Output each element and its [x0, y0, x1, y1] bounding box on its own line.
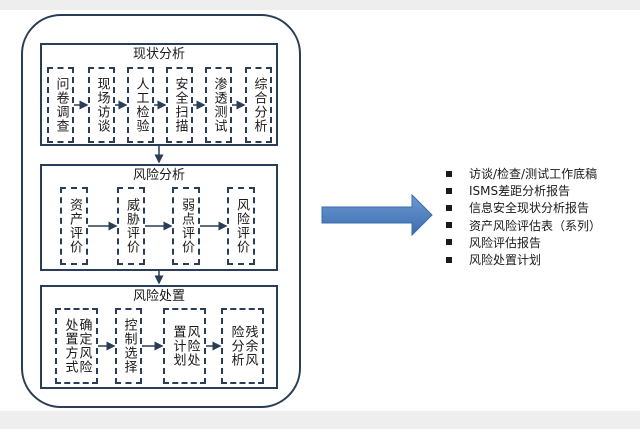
step-threat-evaluation: 威胁评价: [117, 187, 145, 265]
bottom-band: [0, 411, 640, 429]
step-manual-check: 人工检验: [127, 67, 154, 143]
list-item: 信息安全现状分析报告: [446, 199, 640, 216]
section-title: 现状分析: [132, 47, 185, 62]
step-asset-evaluation: 资产评价: [60, 187, 88, 265]
step-interview: 现场访谈: [88, 67, 115, 143]
step-residual-risk: 残余风险分析: [221, 308, 264, 384]
step-overall-analysis: 综合分析: [245, 67, 272, 143]
bullet-icon: [446, 222, 452, 229]
bullet-icon: [446, 239, 452, 246]
section-title: 风险处置: [132, 289, 185, 304]
section-title: 风险分析: [132, 168, 185, 183]
bullet-icon: [446, 170, 452, 177]
section-status-analysis: 现状分析: [40, 43, 278, 146]
step-weakness-evaluation: 弱点评价: [172, 187, 200, 265]
step-risk-evaluation: 风险评价: [227, 187, 255, 265]
step-treatment-plan: 风险处置计划: [163, 308, 206, 384]
big-arrow: [321, 193, 433, 237]
step-determine-treatment: 确定风险处置方式: [55, 308, 98, 384]
step-questionnaire: 问卷调查: [47, 67, 74, 143]
bullet-icon: [446, 204, 452, 211]
list-item: 风险评估报告: [446, 234, 640, 251]
step-penetration-test: 渗透测试: [205, 67, 232, 143]
bullet-icon: [446, 256, 452, 263]
top-band: [0, 0, 640, 10]
list-item: ISMS差距分析报告: [446, 182, 640, 199]
step-security-scan: 安全扫描: [166, 67, 193, 143]
output-list: 访谈/检查/测试工作底稿 ISMS差距分析报告 信息安全现状分析报告 资产风险评…: [446, 165, 640, 268]
list-item: 访谈/检查/测试工作底稿: [446, 165, 640, 182]
step-control-selection: 控制选择: [115, 308, 142, 384]
list-item: 资产风险评估表（系列）: [446, 217, 640, 234]
list-item: 风险处置计划: [446, 251, 640, 268]
bullet-icon: [446, 187, 452, 194]
